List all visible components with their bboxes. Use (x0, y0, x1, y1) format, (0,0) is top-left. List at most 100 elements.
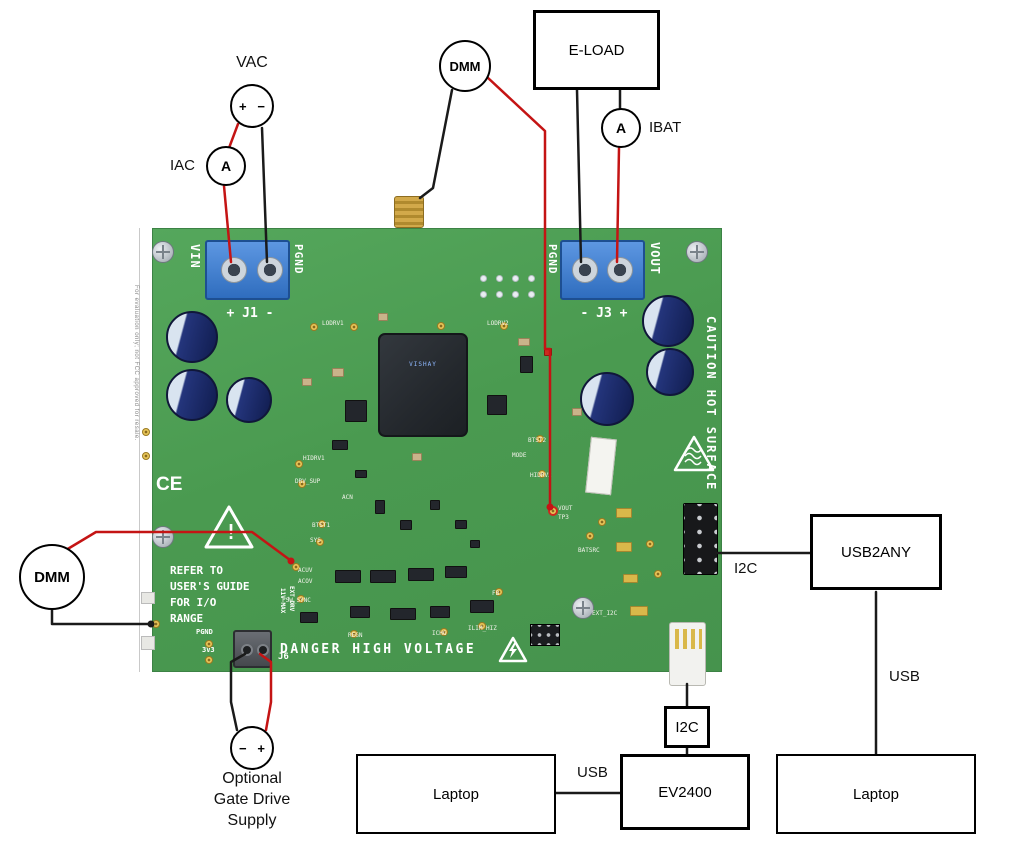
usb2any-box: USB2ANY (810, 514, 942, 590)
gold-jumper (623, 574, 638, 583)
smd-cap (378, 313, 388, 321)
i2c-wire-label: I2C (734, 560, 758, 577)
testpoint-label: BATSRC (578, 547, 600, 554)
testpoint-label: BTST1 (312, 522, 331, 529)
caution-hot-label: CAUTION HOT SURFACE (704, 316, 718, 492)
jumper-block (408, 568, 434, 581)
smd-cap (412, 453, 422, 461)
testpoint-label: HIDRV2 (530, 472, 552, 479)
laptop-right-label: Laptop (853, 785, 899, 803)
testpoint-label: REGN (348, 632, 363, 639)
test-point (440, 628, 448, 636)
testpoint-label: ILIM_HIZ (468, 625, 497, 632)
refer-line2: USER'S GUIDE (170, 580, 250, 593)
pgnd-terminal-hole (257, 257, 283, 283)
testpoint-label: TP3 (558, 514, 569, 521)
test-point (295, 460, 303, 468)
jumper-block (370, 570, 396, 583)
test-point (598, 518, 606, 526)
refer-line1: REFER TO (170, 564, 223, 577)
testpoint-label: ACOV (298, 578, 313, 585)
test-point (350, 630, 358, 638)
dmm-top-label: DMM (449, 58, 481, 74)
electrolytic-cap (642, 295, 694, 347)
test-pad (142, 452, 150, 460)
smd-cap (572, 408, 582, 416)
gold-jumper (616, 508, 632, 518)
iac-label: IAC (170, 157, 196, 174)
testpoint-label: HIDRV1 (303, 455, 325, 462)
v-max-label: 11V MAX (279, 588, 286, 614)
mounting-screw (686, 241, 708, 263)
testpoint-label: VOUT (558, 505, 573, 512)
edge-pad (141, 592, 155, 604)
j6-label: J6 (278, 652, 289, 662)
board-edge-line (139, 228, 140, 672)
hot-surface-icon (673, 435, 715, 472)
test-point (297, 595, 305, 603)
vac-minus: − (257, 98, 265, 114)
ev2400-box: EV2400 (620, 754, 750, 830)
gate-caption-line2: Gate Drive (213, 791, 291, 808)
electrolytic-cap (166, 369, 218, 421)
jumper-block (470, 600, 494, 613)
ammeter-letter: A (615, 120, 627, 136)
v3v3-label: 3V3 (202, 646, 215, 654)
smd-component (355, 470, 367, 478)
sma-connector (394, 196, 424, 228)
high-voltage-icon (498, 636, 528, 663)
electrolytic-cap (580, 372, 634, 426)
ce-mark: CE (156, 474, 183, 495)
smd-component (332, 440, 348, 450)
test-point (205, 640, 213, 648)
vin-silkscreen: VIN (188, 244, 202, 269)
testpoint-label: ICHG (432, 630, 447, 637)
testpoint-label: ACN (342, 494, 353, 501)
smd-component (470, 540, 480, 548)
eload-label: E-LOAD (568, 41, 625, 59)
test-point (310, 323, 318, 331)
j1-terminal-block (205, 240, 290, 300)
testpoint-label: FB (492, 590, 500, 597)
danger-label: DANGER HIGH VOLTAGE (280, 642, 477, 657)
laptop-right-box: Laptop (776, 754, 976, 834)
smd-cap (302, 378, 312, 386)
jumper-block (300, 612, 318, 623)
ibat-label: IBAT (649, 119, 682, 136)
gate-caption-line1: Optional (222, 770, 282, 787)
j3-label: - J3 + (580, 306, 628, 321)
smd-cap (332, 368, 344, 377)
i2c-header (683, 503, 718, 575)
i2c-box-label: I2C (675, 718, 699, 736)
vac-label: VAC (236, 54, 268, 71)
usb2any-label: USB2ANY (840, 543, 912, 561)
test-point (350, 323, 358, 331)
test-point (318, 520, 326, 528)
edge-pad (141, 636, 155, 650)
vac-plus: + (239, 98, 247, 114)
ammeter-letter: A (220, 158, 232, 174)
dmm-top: DMM (439, 40, 491, 92)
test-point (495, 588, 503, 596)
smd-component (375, 500, 385, 514)
connector-pins (675, 629, 702, 649)
smd-component (430, 500, 440, 510)
ev2400-label: EV2400 (658, 783, 712, 801)
electrolytic-cap (166, 311, 218, 363)
smd-component (455, 520, 467, 529)
jumper-block (445, 566, 467, 578)
test-point (478, 622, 486, 630)
refer-line4: RANGE (170, 612, 204, 625)
dmm-left: DMM (19, 544, 85, 610)
pgnd-left-silkscreen: PGND (292, 244, 305, 275)
j9-header (530, 624, 560, 646)
i2c-box: I2C (664, 706, 710, 748)
laptop-left-label: Laptop (433, 785, 479, 803)
iac-ammeter: A (206, 146, 246, 186)
gate-caption-line3: Supply (227, 812, 277, 829)
test-point (205, 656, 213, 664)
jumper-block (390, 608, 416, 620)
vout-silkscreen: VOUT (648, 242, 662, 275)
